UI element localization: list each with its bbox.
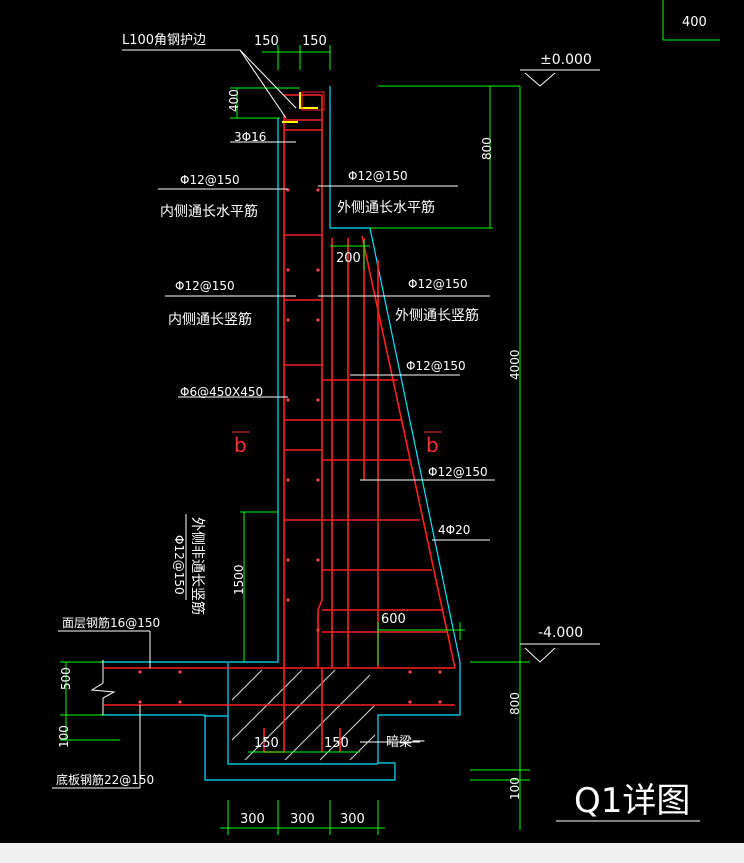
top-right-box [662, 0, 720, 41]
level-top: ±0.000 [540, 52, 592, 68]
label-hidden-beam: 暗梁一 [386, 735, 425, 750]
leader-lines [52, 49, 700, 822]
dim-found-pad: 100 [508, 777, 522, 800]
rebar-lines [104, 94, 456, 753]
section-mark-left: b [234, 433, 247, 457]
label-outer-extra-text: 外侧非通长竖筋 [189, 517, 206, 615]
label-tie-bars: Φ6@450X450 [180, 385, 263, 399]
label-outer-horiz-spec: Φ12@150 [348, 169, 408, 183]
label-buttress-spec2: Φ12@150 [428, 465, 488, 479]
label-outer-vert-spec: Φ12@150 [408, 277, 468, 291]
dim-found-h: 800 [508, 692, 522, 715]
dim-base-w: 600 [381, 612, 406, 627]
bottom-bar [0, 843, 744, 863]
section-mark-right: b [426, 433, 439, 457]
label-buttress-spec1: Φ12@150 [406, 359, 466, 373]
label-inner-horiz-spec: Φ12@150 [180, 173, 240, 187]
rebar-dots [138, 188, 442, 704]
dim-corner-h: 400 [227, 89, 241, 112]
label-outer-horiz-text: 外侧通长水平筋 [337, 199, 435, 216]
label-outer-extra-spec: Φ12@150 [172, 535, 186, 595]
label-angle-steel: L100角钢护边 [122, 33, 206, 48]
dim-base3: 300 [340, 812, 365, 827]
dimension-lines [60, 45, 530, 835]
drawing-title: Q1详图 [574, 781, 690, 821]
dim-base2: 300 [290, 812, 315, 827]
break-symbol-icon [90, 660, 116, 715]
dim-pit-w1: 150 [254, 736, 279, 751]
label-bottom-slab-rebar: 底板钢筋22@150 [56, 772, 154, 787]
label-top-bars: 3Φ16 [234, 130, 266, 144]
level-bottom: -4.000 [538, 625, 583, 641]
level-marker-bottom [520, 643, 600, 663]
concrete-outline [100, 86, 461, 781]
dim-pit-w2: 150 [324, 736, 349, 751]
label-buttress-main: 4Φ20 [438, 523, 470, 537]
label-inner-vert-text: 内侧通长竖筋 [168, 311, 252, 328]
level-marker-top [520, 69, 600, 87]
dim-main-h: 4000 [508, 349, 522, 380]
label-top-slab-rebar: 面层钢筋16@150 [62, 615, 160, 630]
label-inner-horiz-text: 内侧通长水平筋 [160, 203, 258, 220]
dim-slab-h: 500 [59, 667, 73, 690]
dim-buttress-w: 200 [336, 251, 361, 266]
dim-corner-ref: 400 [682, 15, 707, 30]
dim-top-w2: 150 [302, 34, 327, 49]
dim-pad-h: 100 [57, 725, 71, 748]
dim-top-w1: 150 [254, 34, 279, 49]
angle-steel-corner [282, 91, 325, 123]
dim-extra-len: 1500 [232, 564, 246, 595]
dim-upper-h: 800 [480, 137, 494, 160]
dim-base1: 300 [240, 812, 265, 827]
label-inner-vert-spec: Φ12@150 [175, 279, 235, 293]
label-outer-vert-text: 外侧通长竖筋 [395, 307, 479, 324]
q1-detail-drawing: 400 [52, 0, 720, 835]
